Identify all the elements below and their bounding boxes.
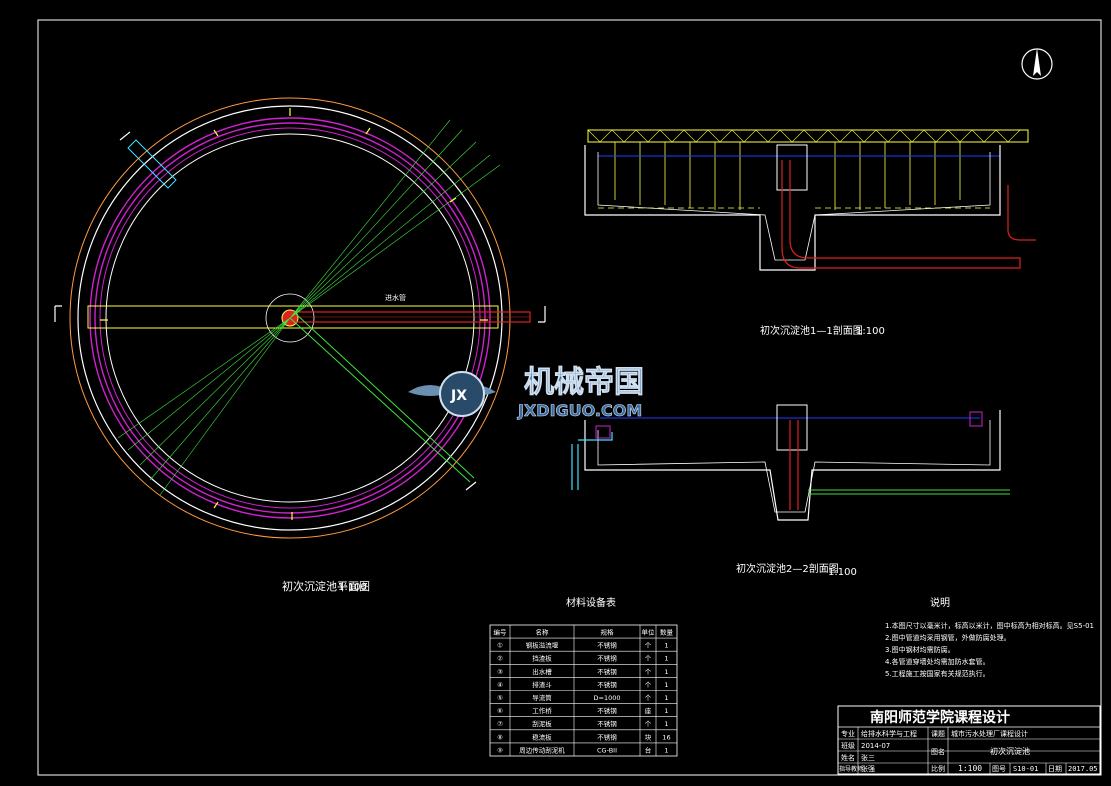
table-cell: 1 — [664, 668, 668, 676]
table-cell: 个 — [645, 694, 652, 702]
table-cell: 钢板溢流堰 — [526, 641, 559, 650]
section1-scale: 1:100 — [856, 326, 885, 337]
table-cell: 导流筒 — [532, 693, 552, 702]
note-5: 5.工程施工按国家有关规范执行。 — [885, 669, 990, 678]
table-header-cell: 名称 — [536, 628, 550, 637]
table-cell: CG-BII — [597, 746, 617, 754]
table-cell: 1 — [664, 707, 668, 715]
table-cell: ③ — [497, 668, 503, 676]
table-header-cell: 规格 — [601, 628, 615, 637]
table-cell: ⑦ — [497, 720, 503, 728]
logo-text: JX — [450, 388, 467, 404]
tb-topic-label: 课题 — [931, 729, 945, 738]
table-cell: 1 — [664, 681, 668, 689]
table-cell: 座 — [645, 706, 652, 715]
table-cell: 1 — [664, 642, 668, 650]
tb-scale: 1:100 — [958, 764, 982, 773]
table-cell: 台 — [645, 745, 652, 754]
watermark: JX 机械帝国 JXDIGUO.COM — [408, 365, 644, 420]
section-2-view: 初次沉淀池2—2剖面图 1:100 — [571, 404, 1010, 578]
tb-drawing-label: 图名 — [931, 747, 945, 756]
table-header-cell: 数量 — [660, 628, 674, 637]
table-cell: 块 — [645, 732, 652, 741]
table-cell: 个 — [645, 720, 652, 728]
section2-scale: 1:100 — [828, 567, 857, 578]
watermark-url: JXDIGUO.COM — [517, 401, 642, 420]
note-1: 1.本图尺寸以毫米计，标高以米计，图中标高为相对标高。见S5-01 — [885, 621, 1094, 630]
table-header-cell: 编号 — [494, 628, 508, 637]
table-cell: ⑧ — [497, 733, 503, 741]
note-4: 4.各管道穿墙处均需加防水套管。 — [885, 657, 990, 666]
table-cell: 周边传动刮泥机 — [519, 745, 565, 754]
table-cell: 个 — [645, 668, 652, 676]
tb-teacher: 张强 — [861, 764, 875, 773]
tb-date-label: 日期 — [1048, 765, 1062, 773]
table-cell: 个 — [645, 655, 652, 663]
table-cell: 不锈钢 — [597, 719, 617, 728]
tb-teacher-label: 指导教师 — [839, 765, 863, 773]
table-cell: 1 — [664, 720, 668, 728]
title-block: 南阳师范学院课程设计 专业 给排水科学与工程 课题 城市污水处理厂课程设计 班级… — [837, 705, 1101, 775]
table-cell: 工作桥 — [532, 706, 552, 715]
table-cell: ⑥ — [497, 707, 503, 715]
table-cell: 不锈钢 — [597, 680, 617, 689]
table-cell: 出水槽 — [532, 667, 552, 676]
notes: 说明 1.本图尺寸以毫米计，标高以米计，图中标高为相对标高。见S5-01 2.图… — [885, 596, 1094, 678]
watermark-title: 机械帝国 — [524, 365, 644, 400]
tb-drawno-label: 图号 — [992, 765, 1006, 773]
table-cell: 个 — [645, 642, 652, 650]
table-cell: 刮泥板 — [532, 719, 552, 728]
table-cell: D=1000 — [594, 694, 621, 702]
table-cell: ① — [497, 642, 503, 650]
table-cell: 挡渣板 — [532, 654, 552, 663]
table-cell: 稳流板 — [532, 732, 552, 741]
table-header-cell: 单位 — [642, 628, 656, 637]
section-1-view: 初次沉淀池1—1剖面图 1:100 — [584, 129, 1036, 337]
tb-name: 张三 — [861, 753, 875, 762]
table-cell: 不锈钢 — [597, 667, 617, 676]
tb-scale-label: 比例 — [931, 764, 945, 773]
table-cell: ② — [497, 655, 503, 663]
table-cell: 1 — [664, 694, 668, 702]
table-cell: ⑨ — [497, 746, 503, 754]
table-cell: 排渣斗 — [532, 680, 552, 689]
table-cell: 不锈钢 — [597, 706, 617, 715]
pipe-label: 进水管 — [385, 293, 406, 302]
section1-title: 初次沉淀池1—1剖面图 — [760, 324, 863, 337]
tb-topic: 城市污水处理厂课程设计 — [951, 729, 1028, 738]
tb-major-label: 专业 — [841, 729, 855, 738]
table-cell: 个 — [645, 681, 652, 689]
table-cell: 16 — [662, 733, 670, 741]
table-cell: 不锈钢 — [597, 641, 617, 650]
tb-drawno: S10-01 — [1013, 765, 1038, 773]
section2-title: 初次沉淀池2—2剖面图 — [736, 562, 839, 575]
tb-drawing-name: 初次沉淀池 — [990, 746, 1030, 756]
table-cell: ④ — [497, 681, 503, 689]
tb-name-label: 姓名 — [841, 753, 855, 762]
note-3: 3.图中钢材均需防腐。 — [885, 645, 955, 654]
tb-date: 2017.05 — [1068, 765, 1098, 773]
table-cell: 不锈钢 — [597, 654, 617, 663]
note-2: 2.图中管道均采用钢管，外做防腐处理。 — [885, 633, 1011, 642]
table-cell: 不锈钢 — [597, 732, 617, 741]
school-name: 南阳师范学院课程设计 — [870, 709, 1010, 726]
tb-major: 给排水科学与工程 — [861, 729, 917, 738]
gear-logo-icon — [439, 371, 485, 417]
tb-class: 2014-07 — [861, 742, 890, 750]
table-cell: ⑤ — [497, 694, 503, 702]
plan-view: 初次沉淀池平面图 1:100 进水管 — [54, 97, 546, 593]
table-cell: 1 — [664, 746, 668, 754]
notes-title: 说明 — [930, 596, 950, 609]
tb-class-label: 班级 — [841, 741, 855, 750]
north-arrow-icon — [1021, 48, 1053, 80]
plan-scale: 1:100 — [338, 582, 367, 593]
drawing-frame — [37, 19, 1102, 776]
plan-title: 初次沉淀池平面图 — [282, 579, 370, 593]
materials-title: 材料设备表 — [566, 596, 616, 609]
table-cell: 1 — [664, 655, 668, 663]
